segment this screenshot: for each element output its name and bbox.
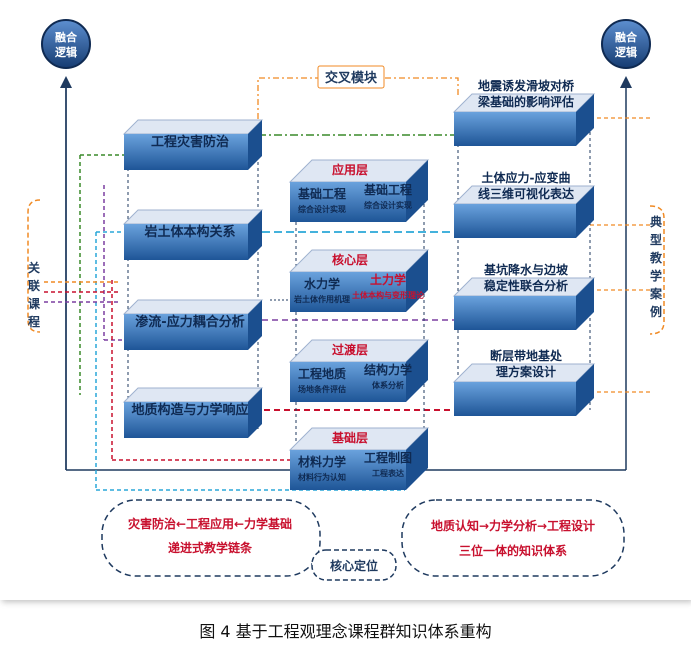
- case-label-line1: 土体应力-应变曲: [482, 170, 571, 185]
- layer-left-sub: 综合设计实现: [298, 204, 346, 214]
- layer-left-title: 材料力学: [297, 454, 346, 469]
- case-label-line2: 梁基础的影响评估: [477, 94, 574, 109]
- left-module-label: 地质构造与力学响应: [131, 402, 248, 418]
- cross-module-label: 交叉模块: [325, 70, 378, 86]
- layer-right-sub: 工程表达: [372, 468, 404, 478]
- left-module-1: 工程灾害防治: [122, 119, 264, 170]
- layer-right-sub: 土体本构与变形理论: [352, 290, 425, 300]
- case-label-line2: 线三维可视化表达: [478, 186, 574, 201]
- typical-cases-char: 例: [650, 304, 662, 319]
- layer-left-sub: 岩土体作用机理: [293, 294, 350, 304]
- layer-right-title: 结构力学: [364, 362, 412, 377]
- bottom-left-line1: 灾害防治←工程应用←力学基础: [128, 516, 292, 531]
- case-label-line2: 稳定性联合分析: [484, 278, 568, 293]
- typical-cases-char: 学: [650, 268, 662, 283]
- bottom-right-pill: [401, 499, 625, 577]
- typical-cases-bracket: [649, 205, 665, 335]
- bottom-summary: 灾害防治←工程应用←力学基础 递进式教学链条 核心定位 地质认知→力学分析→工程…: [101, 499, 625, 581]
- layer-name: 过渡层: [332, 342, 368, 357]
- related-courses-char: 课: [28, 296, 41, 311]
- left-module-label: 岩土体本构关系: [143, 224, 235, 240]
- bottom-left-pill: [101, 499, 321, 577]
- typical-cases-char: 型: [650, 232, 662, 247]
- layer-right-sub: 体系分析: [372, 380, 404, 390]
- layer-right-title: 工程制图: [364, 450, 412, 465]
- related-courses-char: 联: [28, 279, 40, 293]
- case-label-line1: 地震诱发滑坡对桥: [478, 78, 575, 93]
- logic-left-line2: 逻辑: [55, 45, 77, 59]
- related-courses-bracket: [27, 199, 41, 333]
- layer-left-title: 工程地质: [298, 366, 346, 381]
- layer-left-title: 基础工程: [297, 186, 346, 201]
- layer-right-title: 基础工程: [363, 182, 412, 197]
- case-label-line2: 理方案设计: [496, 364, 556, 379]
- layer-right-title: 土力学: [370, 272, 406, 287]
- related-courses-char: 关: [28, 260, 40, 275]
- bottom-center-pill: [311, 549, 397, 581]
- typical-cases-char: 典: [650, 214, 662, 229]
- circle-badge-icon: [41, 19, 91, 69]
- layer-name: 应用层: [332, 162, 368, 177]
- layer-name: 基础层: [331, 430, 368, 445]
- related-courses-char: 程: [28, 314, 40, 329]
- circle-badge-icon: [601, 19, 651, 69]
- logic-badge-right: 融合 逻辑: [601, 19, 651, 69]
- logic-left-line1: 融合: [55, 30, 78, 44]
- bottom-center-label: 核心定位: [330, 558, 378, 573]
- logic-badge-left: 融合 逻辑: [41, 19, 91, 69]
- left-module-label: 工程灾害防治: [151, 134, 229, 150]
- logic-right-line1: 融合: [615, 30, 638, 44]
- figure-frame: 融合 逻辑 融合 逻辑 交叉模块 关联课程 典型教学案例: [27, 19, 665, 581]
- left-module-3: 渗流-应力耦合分析: [122, 299, 264, 350]
- case-label-line1: 基坑降水与边坡: [483, 262, 569, 277]
- left-module-label: 渗流-应力耦合分析: [135, 314, 244, 330]
- logic-right-line2: 逻辑: [615, 45, 637, 59]
- layer-name: 核心层: [332, 252, 368, 267]
- bottom-left-line2: 递进式教学链条: [168, 540, 253, 555]
- figure-caption: 图 4 基于工程观理念课程群知识体系重构: [199, 622, 492, 641]
- vertical-guides: [127, 120, 591, 445]
- layer-left-sub: 场地条件评估: [298, 384, 346, 394]
- case-modules: 地震诱发滑坡对桥梁基础的影响评估土体应力-应变曲线三维可视化表达基坑降水与边坡稳…: [452, 78, 596, 416]
- layer-left-title: 水力学: [304, 276, 340, 291]
- left-module-4: 地质构造与力学响应: [122, 387, 264, 438]
- bottom-right-line1: 地质认知→力学分析→工程设计: [431, 518, 595, 533]
- left-module-2: 岩土体本构关系: [122, 209, 264, 260]
- typical-cases-char: 案: [649, 286, 663, 301]
- cross-module-box: [317, 65, 385, 89]
- layer-left-sub: 材料行为认知: [298, 472, 346, 482]
- layer-right-sub: 综合设计实现: [364, 200, 412, 210]
- case-label-line1: 断层带地基处: [490, 348, 563, 363]
- typical-cases-char: 教: [649, 250, 663, 265]
- bottom-right-line2: 三位一体的知识体系: [459, 543, 567, 558]
